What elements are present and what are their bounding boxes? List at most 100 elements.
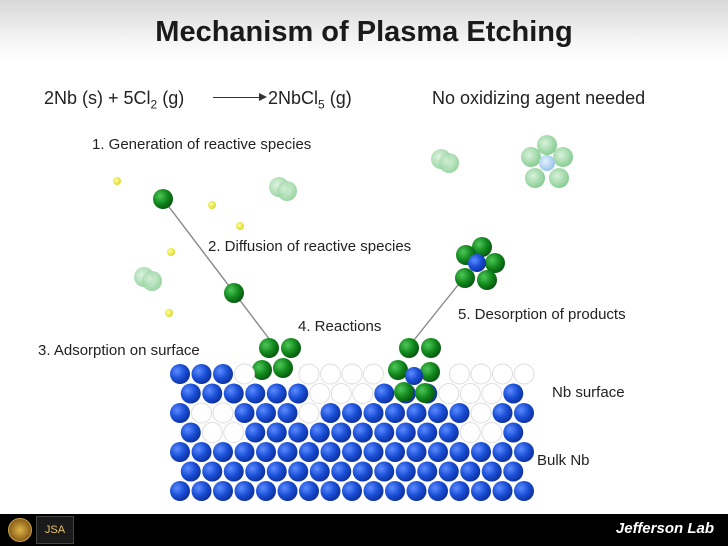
niobium-atom bbox=[320, 442, 341, 462]
jefferson-lab-logo: Jefferson Lab bbox=[615, 520, 714, 537]
vacancy-site bbox=[513, 363, 535, 385]
niobium-atom bbox=[406, 403, 427, 423]
niobium-atom bbox=[277, 442, 298, 462]
niobium-atom bbox=[449, 442, 470, 462]
niobium-atom bbox=[363, 442, 384, 462]
niobium-atom bbox=[191, 442, 212, 462]
vacancy-site bbox=[320, 363, 341, 385]
niobium-atom bbox=[266, 422, 287, 443]
niobium-atom bbox=[245, 461, 266, 482]
niobium-atom bbox=[170, 481, 190, 501]
niobium-atom bbox=[363, 403, 384, 423]
niobium-atom bbox=[395, 461, 416, 482]
niobium-atom bbox=[331, 422, 352, 443]
reacting-cluster-right bbox=[388, 338, 441, 403]
slide-title: Mechanism of Plasma Etching bbox=[155, 16, 573, 48]
niobium-atom bbox=[481, 461, 502, 482]
nb-surface-label: Nb surface bbox=[552, 384, 625, 401]
niobium-atom bbox=[352, 461, 373, 482]
niobium-atom bbox=[492, 481, 513, 501]
desorbing-nbcl5-molecule bbox=[455, 237, 505, 290]
step-4-label: 4. Reactions bbox=[298, 318, 382, 335]
niobium-atom bbox=[492, 442, 513, 462]
niobium-atom bbox=[417, 422, 438, 443]
niobium-atom bbox=[299, 442, 319, 462]
niobium-atom bbox=[256, 481, 276, 501]
niobium-atom bbox=[202, 383, 223, 404]
vacancy-site bbox=[492, 363, 513, 385]
equation-rhs: 2NbCl5 (g) bbox=[268, 88, 352, 112]
vacancy-site bbox=[234, 363, 255, 385]
step-3-label: 3. Adsorption on surface bbox=[38, 342, 200, 359]
niobium-atom bbox=[170, 442, 190, 462]
bulk-nb-label: Bulk Nb bbox=[537, 452, 590, 469]
niobium-atom bbox=[352, 422, 373, 443]
radical-dot bbox=[167, 248, 175, 256]
niobium-atom bbox=[460, 461, 481, 482]
niobium-atom bbox=[503, 383, 524, 404]
niobium-atom bbox=[245, 422, 266, 443]
niobium-atom bbox=[428, 481, 448, 501]
niobium-atom bbox=[331, 461, 352, 482]
vacancy-site bbox=[363, 363, 384, 385]
radical-dot bbox=[165, 309, 173, 317]
niobium-atom bbox=[342, 442, 362, 462]
niobium-atom bbox=[428, 442, 448, 462]
vacancy-site bbox=[309, 383, 331, 404]
niobium-atom bbox=[342, 481, 362, 501]
niobium-atom bbox=[191, 364, 212, 384]
vacancy-site bbox=[330, 383, 352, 404]
niobium-atom bbox=[180, 383, 201, 404]
niobium-atom bbox=[471, 481, 491, 501]
title-banner bbox=[0, 0, 728, 60]
niobium-atom bbox=[320, 403, 341, 423]
step-1-label: 1. Generation of reactive species bbox=[92, 136, 312, 153]
niobium-atom bbox=[438, 422, 459, 443]
no-oxidizer-note: No oxidizing agent needed bbox=[432, 88, 646, 108]
niobium-lattice bbox=[170, 363, 535, 501]
step-5-label: 5. Desorption of products bbox=[458, 306, 626, 323]
niobium-atom bbox=[288, 383, 309, 404]
vacancy-site bbox=[298, 363, 320, 385]
niobium-atom bbox=[417, 461, 438, 482]
vacancy-site bbox=[449, 363, 470, 385]
niobium-atom bbox=[374, 383, 395, 404]
reaction-arrow bbox=[213, 93, 267, 101]
niobium-atom bbox=[256, 442, 276, 462]
niobium-atom bbox=[503, 422, 524, 443]
niobium-atom bbox=[191, 481, 212, 501]
niobium-atom bbox=[385, 442, 405, 462]
niobium-atom bbox=[309, 461, 330, 482]
adsorbed-chlorine-left bbox=[252, 338, 301, 380]
vacancy-site bbox=[481, 383, 503, 404]
radical-dots bbox=[113, 177, 244, 317]
vacancy-site bbox=[438, 383, 460, 404]
faded-nbcl5-molecule bbox=[521, 135, 573, 188]
niobium-atom bbox=[213, 364, 233, 384]
vacancy-site bbox=[191, 402, 212, 424]
niobium-atom bbox=[213, 481, 233, 501]
niobium-atom bbox=[256, 403, 276, 423]
lab-seal-logo bbox=[8, 518, 32, 542]
niobium-atom bbox=[438, 461, 459, 482]
vacancy-site bbox=[298, 402, 320, 424]
niobium-atom bbox=[277, 403, 298, 423]
niobium-atom bbox=[385, 403, 405, 423]
vacancy-site bbox=[341, 363, 363, 385]
niobium-atom bbox=[170, 403, 190, 423]
niobium-atom bbox=[514, 481, 534, 501]
equation-lhs: 2Nb (s) + 5Cl2 (g) bbox=[44, 88, 185, 112]
niobium-atom bbox=[170, 364, 190, 384]
niobium-atom bbox=[406, 442, 427, 462]
niobium-atom bbox=[245, 383, 266, 404]
niobium-atom bbox=[299, 481, 319, 501]
niobium-atom bbox=[395, 422, 416, 443]
vacancy-site bbox=[481, 422, 503, 443]
radical-dot bbox=[113, 177, 121, 185]
niobium-atom bbox=[514, 403, 534, 423]
niobium-atom bbox=[374, 422, 395, 443]
niobium-atom bbox=[385, 481, 405, 501]
vacancy-site bbox=[470, 363, 492, 385]
niobium-atom bbox=[266, 461, 287, 482]
niobium-atom bbox=[234, 481, 255, 501]
